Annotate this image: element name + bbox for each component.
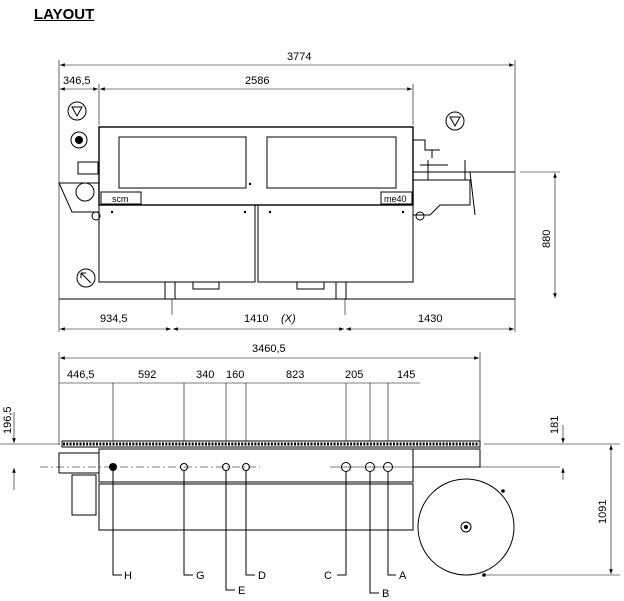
machine-upper-panel [98,126,414,206]
window-right [266,136,397,189]
point-label: G [196,570,205,582]
dim-bottom-right: 1430 [418,313,442,325]
point-label: A [399,570,407,582]
machine-lower-body [98,483,414,531]
warning-triangle-icon [445,111,465,131]
point-E: E [222,463,245,597]
dim-height: 880 [541,230,553,248]
dim-segment: 145 [397,369,415,381]
point-H: H [109,463,132,582]
dim-segment: 823 [286,369,304,381]
dim-overall-bottom: 3460,5 [252,343,286,355]
point-label: E [238,585,245,597]
point-G: G [180,463,205,582]
warning-triangle-icon [67,101,87,121]
point-label: D [258,570,266,582]
point-label: H [124,570,132,582]
point-B: B [365,462,389,600]
dim-left-vertical: 196,5 [2,406,14,434]
emergency-stop-icon [70,131,88,149]
point-A: A [383,462,407,582]
top-view: 3774 346,5 2586 scm me40 [58,51,560,332]
brand-logo-box [100,191,142,205]
dim-body: 2586 [245,75,269,87]
point-D: D [242,463,266,582]
dim-bottom-mid-note: (X) [281,313,296,325]
dim-segment: 160 [226,369,244,381]
dim-segment: 205 [345,369,363,381]
point-C: C [324,462,351,582]
page-title: LAYOUT [34,6,95,23]
hand-arrow-icon [76,268,96,288]
dim-segment: 592 [138,369,156,381]
dim-right-height: 1091 [597,500,609,524]
brand-logo: scm [112,194,129,204]
dim-left-offset: 346,5 [63,75,91,87]
point-label: B [382,588,389,600]
model-label: me40 [384,194,407,204]
dim-right-vertical: 181 [549,416,561,434]
segment-dims: 446,5 592 340 160 823 205 145 [67,369,415,381]
dim-segment: 340 [196,369,214,381]
dim-bottom-mid: 1410 [244,313,268,325]
point-label: C [324,570,332,582]
machine-lower-panel-left [98,204,256,283]
machine-lower-panel-right [257,204,414,283]
model-label-box [380,191,413,205]
edge-roll [417,478,515,576]
dim-segment: 446,5 [67,369,95,381]
window-left [118,136,247,189]
dim-overall: 3774 [287,51,311,63]
dim-bottom-left: 934,5 [100,313,128,325]
bottom-view: 3460,5 446,5 592 340 160 823 205 145 H G [0,343,620,600]
